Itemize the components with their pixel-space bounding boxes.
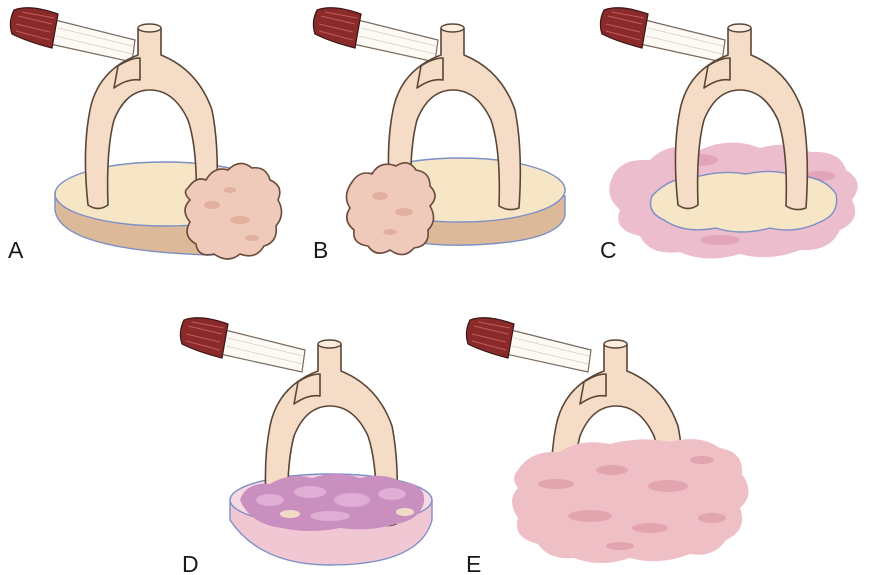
panel-a: A <box>8 8 282 263</box>
tendon-muscle-d <box>180 318 305 372</box>
tissue-mass-e <box>512 439 749 563</box>
panel-d: D <box>180 318 432 575</box>
panel-label-d: D <box>182 551 199 575</box>
panel-e: E <box>466 318 749 575</box>
panel-label-b: B <box>313 237 328 263</box>
tendon-muscle-a <box>10 8 135 62</box>
panel-label-c: C <box>600 237 617 263</box>
panel-c: C <box>600 8 858 263</box>
panel-b: B <box>313 8 565 263</box>
panel-label-e: E <box>466 551 481 575</box>
tendon-muscle-e <box>466 318 591 372</box>
panel-label-a: A <box>8 237 24 263</box>
tissue-blob-b <box>346 163 435 255</box>
tendon-muscle-b <box>313 8 438 62</box>
tendon-muscle-c <box>600 8 725 62</box>
